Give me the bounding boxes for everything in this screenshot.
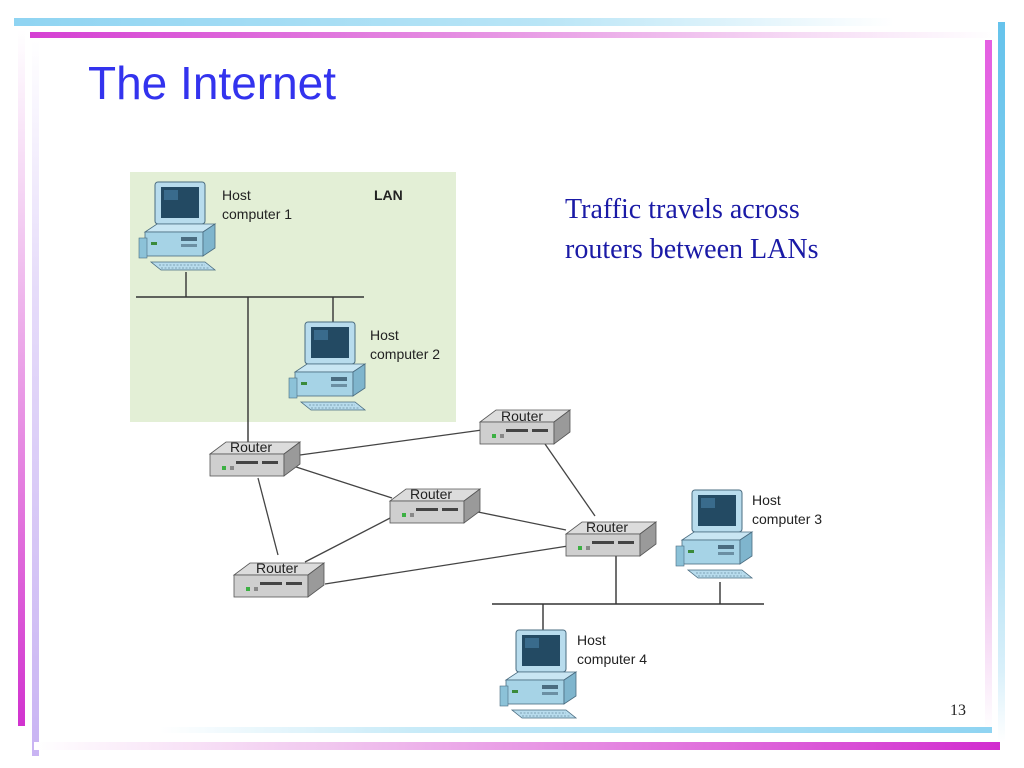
router-2: Router [479,408,571,445]
host-4-label-line1: Host [577,632,606,648]
caption-line-1: Traffic travels across [565,194,800,225]
frame-bar-bottom-cyan [160,727,992,733]
host-3-label-line1: Host [752,492,781,508]
router-5-label: Router [256,560,298,576]
host-2-label-line2: computer 2 [370,346,440,362]
host-computer-3: Host computer 3 [675,489,822,579]
frame-bar-top-cyan [14,18,894,26]
lan-label: LAN [374,187,403,203]
host-computer-4: Host computer 4 [499,629,647,719]
frame-bar-left-lilac [32,40,39,756]
router-1-label: Router [230,439,272,455]
frame-bar-right-magenta [985,40,992,730]
frame-bar-right-cyan [998,22,1005,742]
host-1-label-line1: Host [222,187,251,203]
host-computer-1: Host computer 1 [138,181,292,271]
router-3: Router [389,486,481,524]
host-2-label-line1: Host [370,327,399,343]
router-links [257,429,596,585]
host-4-label-line2: computer 4 [577,651,647,667]
router-1: Router [209,439,301,477]
slide-title: The Internet [88,57,337,109]
host-3-label-line2: computer 3 [752,511,822,527]
router-2-label: Router [501,408,543,424]
router-4: Router [565,519,657,557]
router-5: Router [233,560,325,598]
host-1-label-line2: computer 1 [222,206,292,222]
frame-bar-bottom-magenta [34,742,1000,750]
router-3-label: Router [410,486,452,502]
caption-line-2: routers between LANs [565,234,819,265]
page-number: 13 [950,702,966,719]
frame-bar-top-magenta [30,32,996,38]
router-4-label: Router [586,519,628,535]
slide-caption: Traffic travels across routers between L… [565,190,925,270]
host-computer-2: Host computer 2 [288,321,440,411]
frame-bar-left-magenta [18,30,25,726]
